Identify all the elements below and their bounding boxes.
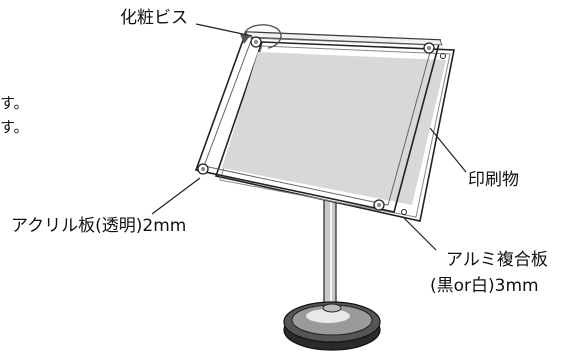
screw-label: 化粧ビス bbox=[120, 8, 188, 28]
decorative-screws bbox=[197, 36, 435, 211]
aluminum-label-line1: アルミ複合板 bbox=[446, 250, 548, 270]
acrylic-label: アクリル板(透明)2mm bbox=[11, 216, 187, 236]
aluminum-label-line2: (黒or白)3mm bbox=[430, 276, 539, 296]
print-label: 印刷物 bbox=[468, 170, 519, 190]
text-fragment-2: す。 bbox=[0, 118, 29, 136]
stand-base bbox=[283, 301, 381, 351]
acrylic-panel bbox=[194, 31, 443, 213]
printed-matter bbox=[222, 52, 446, 205]
rotation-arrow-icon bbox=[240, 24, 282, 49]
text-fragment-1: す。 bbox=[0, 94, 29, 112]
stand-pole bbox=[323, 199, 337, 311]
leader-lines bbox=[151, 23, 467, 251]
